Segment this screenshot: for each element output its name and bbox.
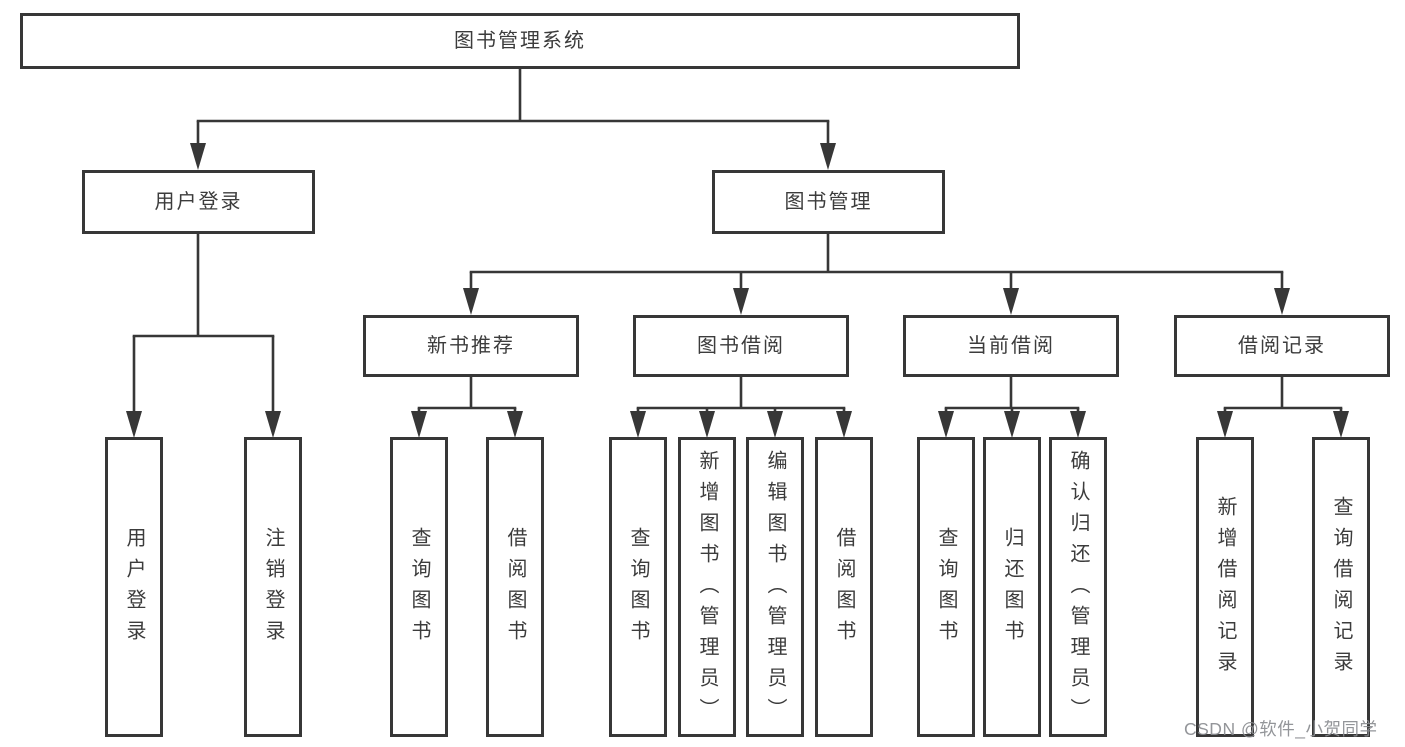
node-new-book-recommend: 新书推荐: [363, 315, 579, 377]
leaf-query-books-recommend: 查询图书: [390, 437, 448, 737]
leaf-add-borrow-record: 新增借阅记录: [1196, 437, 1254, 737]
node-book-borrowing: 图书借阅: [633, 315, 849, 377]
leaf-return-books: 归还图书: [983, 437, 1041, 737]
leaf-borrow-books: 借阅图书: [815, 437, 873, 737]
leaf-edit-book-admin: 编辑图书（管理员）: [746, 437, 804, 737]
leaf-confirm-return-admin: 确认归还（管理员）: [1049, 437, 1107, 737]
leaf-user-login: 用户登录: [105, 437, 163, 737]
leaf-borrow-books-recommend: 借阅图书: [486, 437, 544, 737]
leaf-add-book-admin: 新增图书（管理员）: [678, 437, 736, 737]
csdn-watermark: CSDN @软件_小贺同学: [1184, 719, 1378, 739]
node-user-login: 用户登录: [82, 170, 315, 234]
node-root-system: 图书管理系统: [20, 13, 1020, 69]
node-borrow-records: 借阅记录: [1174, 315, 1390, 377]
leaf-query-books-borrowing: 查询图书: [609, 437, 667, 737]
node-book-management: 图书管理: [712, 170, 945, 234]
leaf-query-books-current: 查询图书: [917, 437, 975, 737]
leaf-query-borrow-record: 查询借阅记录: [1312, 437, 1370, 737]
leaf-logout: 注销登录: [244, 437, 302, 737]
node-current-borrowing: 当前借阅: [903, 315, 1119, 377]
